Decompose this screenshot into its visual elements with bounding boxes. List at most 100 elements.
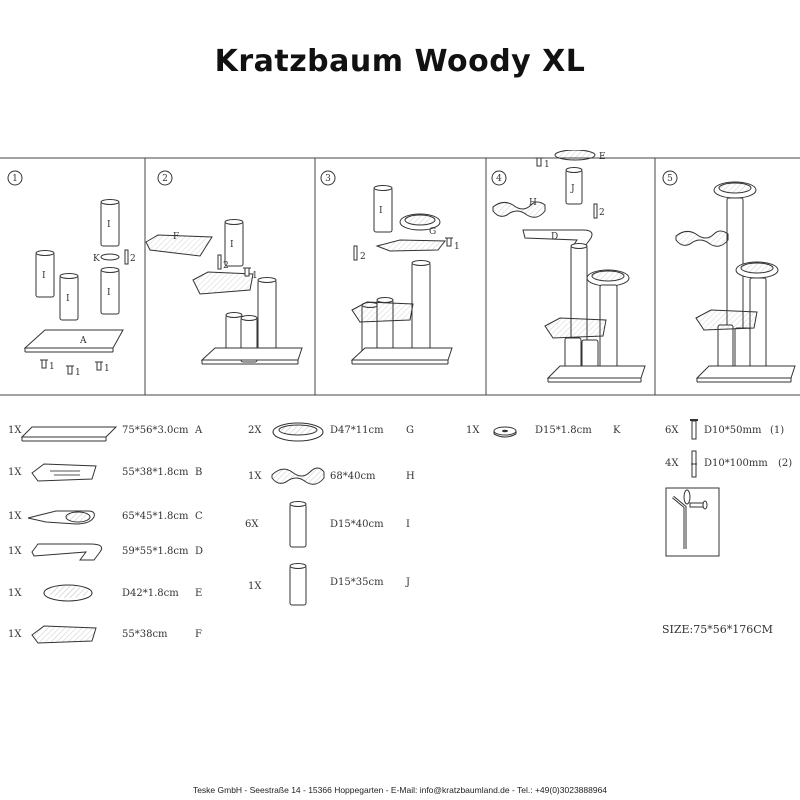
- post-icon: [100, 199, 120, 247]
- part-qty: 1X: [248, 581, 262, 592]
- part-dimension: 55*38*1.8cm: [122, 467, 189, 478]
- label-g: G: [429, 227, 436, 237]
- hammock-h-icon: [492, 201, 546, 218]
- svg-text:2: 2: [162, 174, 168, 184]
- label-a: A: [79, 336, 87, 346]
- post-icon: [224, 219, 244, 267]
- short-screw-icon: [40, 359, 48, 369]
- part-dimension: 65*45*1.8cm: [122, 511, 189, 522]
- part-row-i: 6X D15*40cm I: [240, 501, 430, 548]
- step-3-illustration: [350, 185, 453, 365]
- part-row-b: 1X 55*38*1.8cm B: [0, 461, 230, 491]
- platform-c-icon: [375, 239, 447, 252]
- step-2-illustration: [145, 219, 303, 365]
- base-plate-icon: [546, 365, 646, 379]
- label-screw-1: 1: [454, 242, 460, 252]
- base-plate-icon: [200, 347, 303, 361]
- long-screw-icon: [124, 249, 129, 265]
- part-row-screw-1: 6X D10*50mm (1): [660, 415, 800, 445]
- long-screw-icon: [593, 203, 598, 219]
- part-letter: B: [195, 467, 203, 478]
- part-row-d: 1X 59*55*1.8cm D: [0, 540, 230, 570]
- part-dimension: D15*1.8cm: [535, 425, 592, 436]
- post-icon: [565, 167, 583, 205]
- part-dimension: 55*38cm: [122, 629, 168, 640]
- post-icon: [373, 185, 393, 233]
- step-number-5: 5: [662, 170, 678, 186]
- footer-contact: Teske GmbH - Seestraße 14 - 15366 Hoppeg…: [192, 785, 608, 795]
- step-number-4: 4: [491, 170, 507, 186]
- parts-list: 1X 75*56*3.0cm A 1X 55*38*1.8cm B 1X 65*…: [0, 405, 800, 655]
- part-letter: C: [195, 511, 203, 522]
- label-i: I: [379, 206, 383, 216]
- label-k: K: [93, 254, 100, 264]
- post-icon: [35, 250, 55, 298]
- post-icon: [289, 501, 307, 548]
- part-row-screw-2: 4X D10*100mm (2): [660, 450, 800, 480]
- part-row-f: 1X 55*38cm F: [0, 623, 230, 653]
- disc-e-icon: [554, 150, 596, 161]
- part-dimension: 59*55*1.8cm: [122, 546, 189, 557]
- part-qty: 6X: [245, 519, 259, 530]
- platform-c-icon: [27, 510, 95, 525]
- short-screw-icon: [243, 267, 251, 277]
- part-dimension: D15*40cm: [330, 519, 384, 530]
- label-screw-2: 2: [360, 252, 366, 262]
- part-letter: F: [195, 629, 202, 640]
- svg-text:1: 1: [12, 174, 18, 184]
- part-letter: K: [613, 425, 621, 436]
- part-row-g: 2X D47*11cm G: [240, 415, 430, 445]
- platform-b-icon: [192, 271, 254, 295]
- label-screw-1: 1: [49, 362, 55, 372]
- part-letter: D: [195, 546, 204, 557]
- part-qty: 6X: [665, 425, 679, 436]
- total-size: SIZE:75*56*176CM: [662, 623, 773, 636]
- short-screw-icon: [535, 157, 543, 167]
- disc-e-icon: [43, 584, 93, 602]
- label-screw-2: 2: [130, 254, 136, 264]
- step-number-1: 1: [7, 170, 23, 186]
- post-icon: [100, 267, 120, 315]
- label-i: I: [66, 294, 70, 304]
- part-letter: J: [406, 577, 411, 588]
- base-plate-icon: [350, 347, 453, 361]
- part-row-j: 1X D15*35cm J: [240, 563, 430, 606]
- part-row-c: 1X 65*45*1.8cm C: [0, 505, 230, 535]
- label-screw-1: 1: [104, 364, 110, 374]
- label-i: I: [230, 240, 234, 250]
- connector-disc-icon: [493, 426, 517, 438]
- hammock-h-icon: [271, 467, 325, 485]
- part-dimension: D10*100mm: [704, 458, 768, 469]
- label-d: D: [551, 232, 558, 242]
- long-screw-icon: [353, 245, 358, 261]
- label-i: I: [107, 288, 111, 298]
- post-icon: [411, 260, 431, 359]
- bed-g-icon: [272, 422, 324, 442]
- part-qty: 1X: [8, 467, 22, 478]
- part-letter: (2): [778, 458, 793, 469]
- label-screw-2: 2: [223, 261, 229, 271]
- platform-b-icon: [351, 301, 414, 323]
- label-j: J: [570, 184, 575, 194]
- svg-text:3: 3: [325, 174, 331, 184]
- part-row-e: 1X D42*1.8cm E: [0, 582, 230, 612]
- platform-b-icon: [544, 317, 607, 339]
- short-screw-icon: [690, 419, 698, 440]
- label-e: E: [599, 152, 606, 162]
- label-h: H: [529, 198, 537, 208]
- label-screw-2: 2: [599, 208, 605, 218]
- part-qty: 4X: [665, 458, 679, 469]
- short-screw-icon: [66, 365, 74, 375]
- part-qty: 1X: [8, 425, 22, 436]
- part-dimension: 68*40cm: [330, 471, 376, 482]
- step-number-3: 3: [320, 170, 336, 186]
- part-dimension: 75*56*3.0cm: [122, 425, 189, 436]
- post-icon: [59, 273, 79, 321]
- part-dimension: D42*1.8cm: [122, 588, 179, 599]
- platform-b-icon: [31, 463, 97, 482]
- platform-f-icon: [145, 234, 213, 257]
- svg-text:5: 5: [667, 174, 673, 184]
- part-letter: G: [406, 425, 414, 436]
- hex-key-icon: [665, 487, 720, 557]
- part-row-k: 1X D15*1.8cm K: [458, 415, 638, 445]
